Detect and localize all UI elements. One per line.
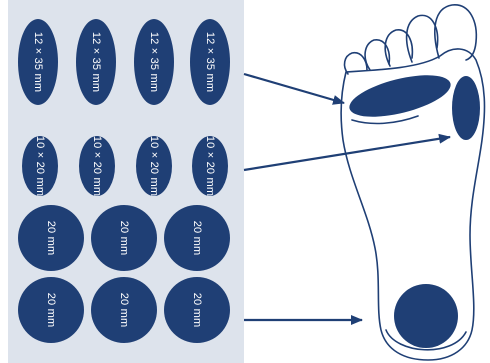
side-metatarsal-pad [452,76,480,140]
pad-label: 20 mm [118,293,130,328]
pad-label: 20 mm [191,293,203,328]
fourth-toe [364,39,391,71]
big-toe [434,4,478,61]
pad-label: 10 × 20 mm [91,136,103,196]
pad-oval-large-2: 12 × 35 mm [76,19,116,105]
pad-oval-small-4: 10 × 20 mm [192,136,228,196]
pad-label: 12 × 35 mm [90,32,102,92]
pad-label: 10 × 20 mm [34,136,46,196]
pad-label: 12 × 35 mm [148,32,160,92]
pad-label: 10 × 20 mm [148,136,160,196]
pad-label: 20 mm [45,293,57,328]
arrow-to-forefoot [243,72,345,105]
pad-circle-5: 20 mm [91,277,157,343]
pad-label: 12 × 35 mm [32,32,44,92]
pad-oval-large-1: 12 × 35 mm [18,19,58,105]
pad-oval-small-3: 10 × 20 mm [136,136,172,196]
sole-crease [351,115,419,125]
pad-oval-large-3: 12 × 35 mm [134,19,174,105]
pad-label: 20 mm [191,221,203,256]
foot-sole-outline [340,48,486,361]
pad-label: 20 mm [45,221,57,256]
pad-circle-6: 20 mm [164,277,230,343]
pad-circle-4: 20 mm [18,277,84,343]
heel-arc [385,329,467,351]
pad-circle-1: 20 mm [18,205,84,271]
pad-circle-3: 20 mm [164,205,230,271]
second-toe [405,14,439,63]
arrow-to-side-pad [243,133,451,172]
pad-oval-small-2: 10 × 20 mm [79,136,115,196]
pad-label: 12 × 35 mm [204,32,216,92]
forefoot-pad [349,75,451,117]
pad-oval-large-4: 12 × 35 mm [190,19,230,105]
heel-pad [394,284,458,348]
pad-oval-small-1: 10 × 20 mm [22,136,58,196]
pad-label: 20 mm [118,221,130,256]
third-toe [384,29,414,67]
pad-circle-2: 20 mm [91,205,157,271]
little-toe [343,51,368,75]
pad-label: 10 × 20 mm [204,136,216,196]
foot-outline [340,4,486,361]
